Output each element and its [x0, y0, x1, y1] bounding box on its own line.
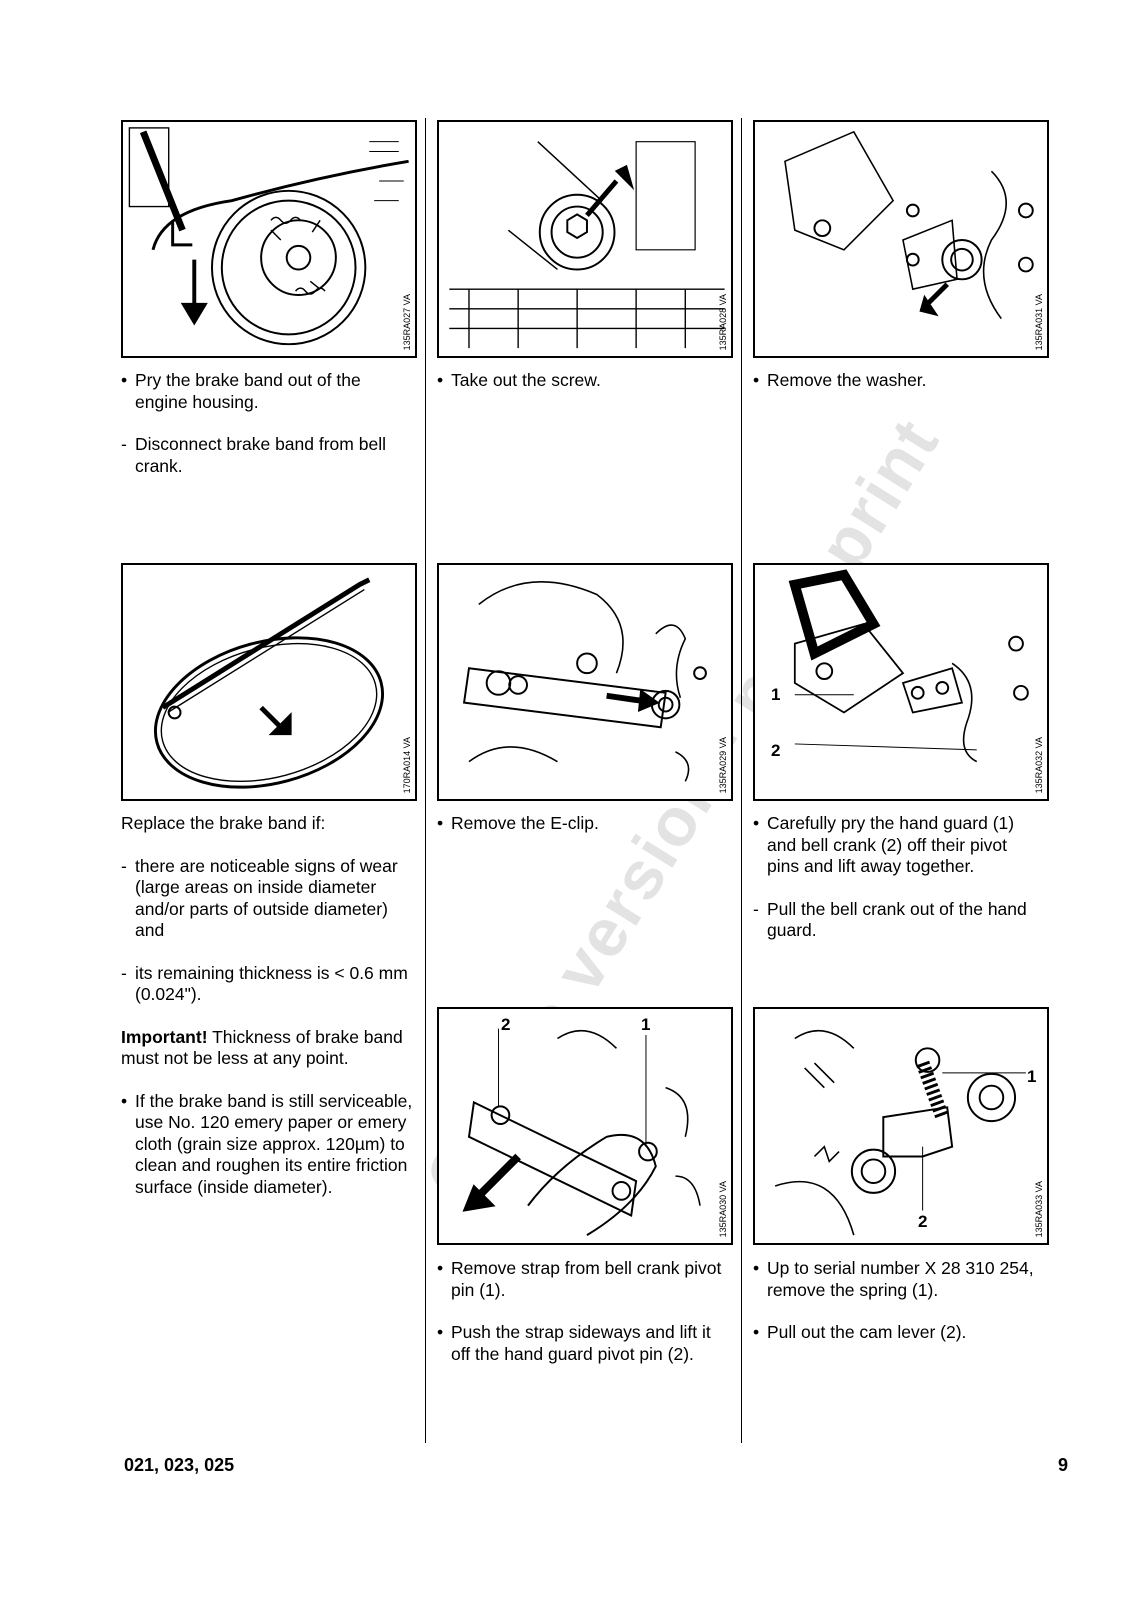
- step-text-8: Up to serial number X 28 310 254, remove…: [753, 1258, 1043, 1365]
- bullet-item: Carefully pry the hand guard (1) and bel…: [753, 813, 1043, 878]
- step-text-5: Remove the E-clip.: [437, 813, 732, 856]
- column-divider-left: [425, 118, 426, 1443]
- figure-code: 135RA033 VA: [1034, 1180, 1044, 1237]
- footer-models: 021, 023, 025: [124, 1455, 235, 1475]
- important-label: Important!: [121, 1026, 208, 1047]
- bullet-item: Remove the washer.: [753, 370, 1048, 392]
- step-text-6: Carefully pry the hand guard (1) and bel…: [753, 813, 1043, 963]
- figure-hand-guard: 1 2 135RA032 VA: [753, 563, 1049, 801]
- bullet-item: Pry the brake band out of the engine hou…: [121, 370, 416, 413]
- step-text-4: Replace the brake band if: there are not…: [121, 813, 416, 1219]
- dash-item: there are noticeable signs of wear (larg…: [121, 856, 416, 942]
- step-text-3: Remove the washer.: [753, 370, 1048, 413]
- figure-strap: 2 1 135RA030 VA: [437, 1007, 733, 1245]
- figure-code: 135RA031 VA: [1034, 293, 1044, 350]
- bullet-item: Remove the E-clip.: [437, 813, 732, 835]
- callout-1: 1: [1027, 1067, 1037, 1087]
- figure-code: 135RA029 VA: [718, 736, 728, 793]
- figure-spring-cam-lever: 1 2 135RA033 VA: [753, 1007, 1049, 1245]
- step-text-2: Take out the screw.: [437, 370, 732, 413]
- figure-code: 135RA027 VA: [402, 293, 412, 350]
- figure-e-clip: 135RA029 VA: [437, 563, 733, 801]
- figure-code: 170RA014 VA: [402, 736, 412, 793]
- bullet-item: Up to serial number X 28 310 254, remove…: [753, 1258, 1043, 1301]
- figure-washer: 135RA031 VA: [753, 120, 1049, 358]
- figure-code: 135RA030 VA: [718, 1180, 728, 1237]
- column-divider-right: [741, 118, 742, 1443]
- important-note: Important! Thickness of brake band must …: [121, 1027, 416, 1070]
- intro-text: Replace the brake band if:: [121, 813, 326, 833]
- figure-screw: 135RA028 VA: [437, 120, 733, 358]
- page-number: 9: [1058, 1455, 1069, 1475]
- bullet-item: Remove strap from bell crank pivot pin (…: [437, 1258, 732, 1301]
- callout-2: 2: [918, 1212, 928, 1232]
- figure-brake-band: 170RA014 VA: [121, 563, 417, 801]
- callout-2: 2: [501, 1015, 511, 1035]
- step-text-7: Remove strap from bell crank pivot pin (…: [437, 1258, 732, 1386]
- bullet-item: Pull out the cam lever (2).: [753, 1322, 1043, 1344]
- important-text: Thickness of brake band must not be less…: [121, 1026, 403, 1069]
- figure-code: 135RA032 VA: [1034, 736, 1044, 793]
- dash-item: Pull the bell crank out of the hand guar…: [753, 899, 1043, 942]
- step-text-1: Pry the brake band out of the engine hou…: [121, 370, 416, 498]
- bullet-item: Take out the screw.: [437, 370, 732, 392]
- bullet-item: Push the strap sideways and lift it off …: [437, 1322, 732, 1365]
- callout-1: 1: [641, 1015, 651, 1035]
- dash-item: its remaining thickness is < 0.6 mm (0.0…: [121, 963, 416, 1006]
- figure-code: 135RA028 VA: [718, 293, 728, 350]
- bullet-item: If the brake band is still serviceable, …: [121, 1091, 416, 1199]
- callout-2: 2: [771, 741, 781, 761]
- figure-brake-band-pry: 135RA027 VA: [121, 120, 417, 358]
- dash-item: Disconnect brake band from bell crank.: [121, 434, 416, 477]
- callout-1: 1: [771, 685, 781, 705]
